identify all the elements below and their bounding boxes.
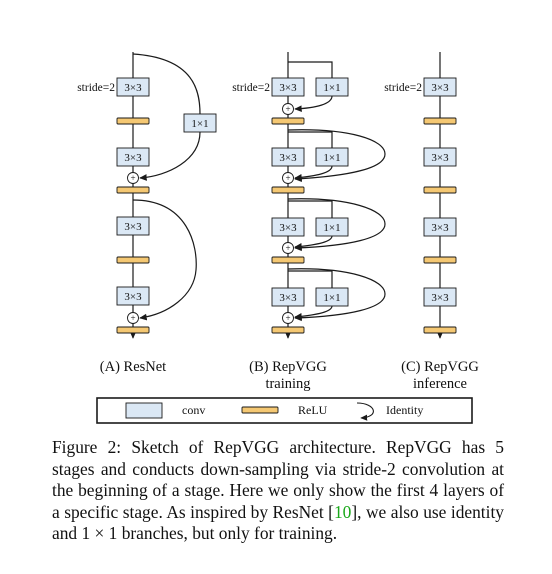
- conv-label: 3×3: [431, 292, 449, 304]
- resnet-add-node-2: +: [127, 312, 139, 324]
- inference-conv-1: [423, 77, 457, 97]
- conv-label: 1×1: [191, 118, 208, 130]
- training-branch-1-bottom: [294, 95, 333, 113]
- inference-relu-1: [423, 117, 457, 125]
- inference-relu-2: [423, 186, 457, 194]
- add-nodes: + + + + + +: [127, 103, 294, 324]
- resnet-stride-label: stride=2: [77, 82, 115, 94]
- repvgg-training-column: [284, 52, 386, 339]
- add-symbol: +: [285, 313, 290, 323]
- figure-caption: Figure 2: Sketch of RepVGG architecture.…: [52, 437, 504, 545]
- training-branch-3-bottom: [294, 235, 333, 250]
- training-add-node-3: +: [282, 242, 294, 254]
- resnet-relu-2: [116, 186, 150, 194]
- resnet-relu-4: [116, 326, 150, 334]
- add-symbol: +: [285, 173, 290, 183]
- training-branch-2-top: [288, 131, 333, 148]
- inference-conv-3: [423, 217, 457, 237]
- column-titles: (A) ResNet (B) RepVGG training (C) RepVG…: [100, 359, 480, 392]
- resnet-conv-3: [116, 216, 150, 236]
- training-branch-4-bottom: [294, 305, 333, 320]
- training-relu-1: [271, 117, 305, 125]
- conv-label: 3×3: [431, 222, 449, 234]
- inference-stride-label: stride=2: [384, 82, 422, 94]
- training-conv1-4: [315, 287, 349, 307]
- legend-conv-label: conv: [182, 403, 205, 417]
- inference-conv-2: [423, 147, 457, 167]
- resnet-conv-4: [116, 286, 150, 306]
- inference-relu-4: [423, 326, 457, 334]
- conv-label: 3×3: [124, 291, 142, 303]
- inference-relu-3: [423, 256, 457, 264]
- conv-label: 3×3: [279, 292, 297, 304]
- training-conv1-3: [315, 217, 349, 237]
- training-relu-4: [271, 326, 305, 334]
- legend-identity-icon: [356, 402, 374, 421]
- training-identity-4: [287, 268, 386, 322]
- legend-relu-swatch: [241, 406, 279, 414]
- conv-labels: 3×3 3×3 1×1 3×3 3×3 3×3 1×1 3×3 1×1 3×3 …: [124, 82, 449, 304]
- training-relu-2: [271, 186, 305, 194]
- add-symbol: +: [285, 104, 290, 114]
- training-conv1-1: [315, 77, 349, 97]
- conv-label: 3×3: [124, 152, 142, 164]
- conv-label: 3×3: [279, 222, 297, 234]
- training-add-node-2: +: [282, 172, 294, 184]
- resnet-conv-2: [116, 147, 150, 167]
- training-add-node-1: +: [282, 103, 294, 115]
- training-stride-label: stride=2: [232, 82, 270, 94]
- training-branch-3-top: [288, 200, 333, 218]
- resnet-shortcut-1-bottom: [139, 131, 201, 181]
- resnet-conv1x1: [183, 113, 217, 133]
- repvgg-diagram: 3×3 3×3 1×1 3×3 3×3 3×3 1×1 3×3 1×1 3×3 …: [77, 52, 480, 424]
- training-branch-1-top: [288, 61, 333, 78]
- resnet-identity-shortcut: [132, 199, 197, 321]
- conv-label: 3×3: [124, 82, 142, 94]
- inference-title-line2: inference: [413, 376, 467, 392]
- resnet-add-node-1: +: [127, 172, 139, 184]
- legend-conv-swatch: [125, 402, 163, 419]
- training-identity-3: [287, 198, 386, 252]
- resnet-title: (A) ResNet: [100, 359, 166, 375]
- legend-relu-label: ReLU: [298, 403, 328, 417]
- training-conv3-4: [271, 287, 305, 307]
- training-title-line1: (B) RepVGG: [249, 359, 327, 375]
- resnet-relu-1: [116, 117, 150, 125]
- training-conv3-2: [271, 147, 305, 167]
- training-title-line2: training: [265, 376, 310, 392]
- training-conv3-3: [271, 217, 305, 237]
- conv-label: 1×1: [323, 152, 340, 164]
- add-symbol: +: [285, 243, 290, 253]
- relu-bars: [116, 117, 457, 334]
- conv-label: 1×1: [323, 222, 340, 234]
- legend: conv ReLU Identity: [96, 397, 473, 424]
- conv-label: 1×1: [323, 82, 340, 94]
- training-branch-4-top: [288, 270, 333, 288]
- training-conv3-1: [271, 77, 305, 97]
- training-identity-2: [287, 129, 386, 182]
- caption-text-end: ], we also use identity and 1 × 1 branch…: [52, 501, 504, 544]
- conv-label: 3×3: [431, 82, 449, 94]
- resnet-shortcut-1-top: [132, 53, 201, 115]
- conv-label: 1×1: [323, 292, 340, 304]
- caption-text: Figure 2: Sketch of RepVGG architecture.…: [52, 437, 504, 522]
- caption-citation[interactable]: 10: [333, 501, 352, 522]
- conv-label: 3×3: [124, 221, 142, 233]
- conv-label: 3×3: [431, 152, 449, 164]
- training-add-node-4: +: [282, 312, 294, 324]
- inference-title-line1: (C) RepVGG: [401, 359, 479, 375]
- training-relu-3: [271, 256, 305, 264]
- conv-label: 3×3: [279, 82, 297, 94]
- inference-conv-4: [423, 287, 457, 307]
- resnet-relu-3: [116, 256, 150, 264]
- conv-label: 3×3: [279, 152, 297, 164]
- training-conv1-2: [315, 147, 349, 167]
- conv-boxes: [116, 77, 457, 307]
- resnet-conv-1: [116, 77, 150, 97]
- legend-identity-label: Identity: [386, 403, 423, 417]
- add-symbol: +: [130, 313, 135, 323]
- add-symbol: +: [130, 173, 135, 183]
- stride-labels: stride=2 stride=2 stride=2: [77, 82, 422, 94]
